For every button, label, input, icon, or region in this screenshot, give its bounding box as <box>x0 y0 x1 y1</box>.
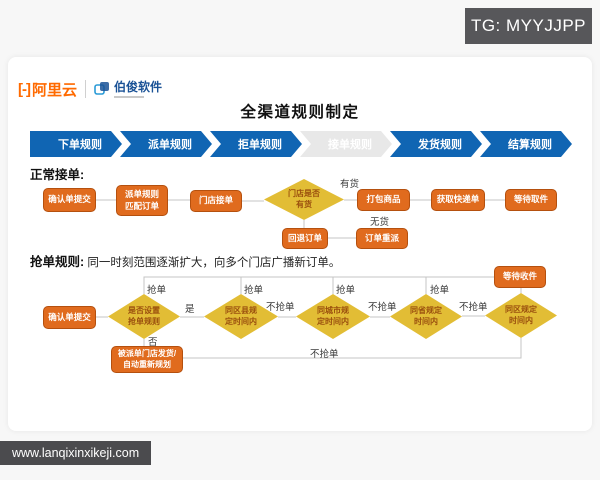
flow2-heading-bold: 抢单规则: <box>30 255 85 269</box>
label-no-grab-bottom: 不抢单 <box>310 349 339 360</box>
node-dispatch-match: 派单规则 匹配订单 <box>116 185 168 216</box>
label-no: 否 <box>148 337 158 348</box>
tab-settlement-rules[interactable]: 结算规则 <box>480 131 572 157</box>
tab-accept-rules[interactable]: 接单规则 <box>300 131 392 157</box>
node-get-courier-no: 获取快递单 <box>431 189 485 211</box>
logo-divider <box>85 80 87 98</box>
node-rollback-order: 回退订单 <box>282 228 328 249</box>
alibaba-cloud-logo-text: 阿里云 <box>32 81 78 99</box>
bojun-squares-icon <box>94 81 110 95</box>
tab-dispatch-rules[interactable]: 派单规则 <box>120 131 212 157</box>
node-wait-receive: 等待收件 <box>494 266 546 288</box>
label-has-stock: 有货 <box>340 179 360 190</box>
label-grab-1: 抢单 <box>147 285 167 296</box>
flow2-heading: 抢单规则: 同一时刻范围逐渐扩大，向多个门店广播新订单。 <box>30 251 340 270</box>
bojun-tagline <box>114 95 145 98</box>
flow1-heading: 正常接单: <box>30 168 85 182</box>
bojun-logo: 伯俊软件 <box>94 81 162 98</box>
node-fallback-ship: 被派单门店发货/ 自动重新规划 <box>111 346 183 373</box>
header-logos: [-] 阿里云 伯俊软件 <box>18 76 162 102</box>
label-no-grab-2: 不抢单 <box>368 302 397 313</box>
label-grab-3: 抢单 <box>336 285 356 296</box>
tab-order-rules[interactable]: 下单规则 <box>30 131 122 157</box>
website-watermark-badge: www.lanqixinxikeji.com <box>0 441 152 465</box>
node-confirm-submit: 确认单提交 <box>43 188 96 212</box>
flow2-heading-text: 同一时刻范围逐渐扩大，向多个门店广播新订单。 <box>84 257 341 269</box>
alibaba-cloud-logo: [-] 阿里云 <box>18 79 77 100</box>
node-confirm-submit-2: 确认单提交 <box>43 306 96 329</box>
label-grab-2: 抢单 <box>244 285 264 296</box>
rules-tab-bar: 下单规则 派单规则 拒单规则 接单规则 发货规则 结算规则 <box>30 131 572 157</box>
tg-watermark-badge: TG: MYYJJPP <box>465 8 592 44</box>
label-no-stock: 无货 <box>370 217 390 228</box>
label-yes: 是 <box>185 304 195 315</box>
tab-shipping-rules[interactable]: 发货规则 <box>390 131 482 157</box>
tab-reject-rules[interactable]: 拒单规则 <box>210 131 302 157</box>
node-wait-pickup: 等待取件 <box>505 189 557 211</box>
page-title: 全渠道规则制定 <box>240 104 360 121</box>
label-grab-4: 抢单 <box>430 285 450 296</box>
label-no-grab-3: 不抢单 <box>459 302 488 313</box>
bojun-logo-text: 伯俊软件 <box>114 79 163 94</box>
alibaba-cloud-bracket-icon: [-] <box>18 80 31 98</box>
node-redispatch-order: 订单重派 <box>356 228 408 249</box>
node-pack-goods: 打包商品 <box>357 189 410 211</box>
label-no-grab-1: 不抢单 <box>266 302 295 313</box>
node-store-accept: 门店接单 <box>190 190 242 212</box>
